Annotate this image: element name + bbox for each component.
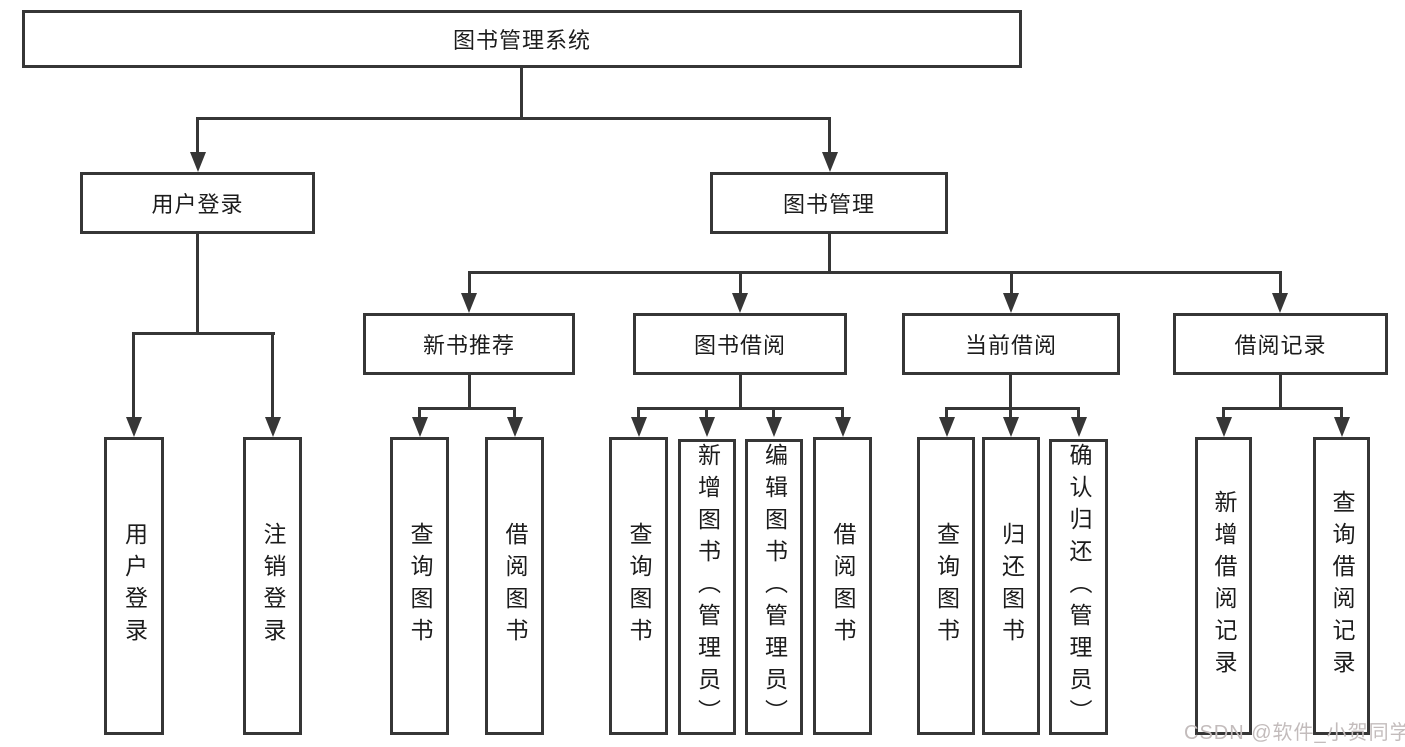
connector-groupD-stem: [1279, 375, 1282, 409]
node-label: 图书借阅: [693, 333, 786, 358]
connector-leaf-drop: [1077, 407, 1080, 419]
leaf-add-borrow-record: 新增借阅记录: [1195, 437, 1252, 735]
leaf-query-books-borrowing: 查询图书: [609, 437, 668, 735]
connector-leaf-drop: [1340, 407, 1343, 419]
arrow-down-icon: [1272, 293, 1288, 313]
arrow-down-icon: [1003, 417, 1019, 437]
node-label: 借阅图书: [830, 522, 856, 650]
connector-groupA-stem: [468, 375, 471, 409]
arrow-down-icon: [939, 417, 955, 437]
connector-leaf-drop: [637, 407, 640, 419]
node-label: 注销登录: [260, 522, 286, 650]
node-book-borrowing: 图书借阅: [633, 313, 847, 375]
connector-user-login-drop: [196, 117, 199, 154]
connector-user-subtree-bar: [132, 332, 275, 335]
connector-root-stem: [520, 68, 523, 119]
arrow-down-icon: [190, 152, 206, 172]
connector-groupB-stem: [739, 375, 742, 409]
node-label: 查询图书: [626, 522, 652, 650]
arrow-down-icon: [412, 417, 428, 437]
connector-groupC-stem: [1009, 375, 1012, 409]
connector-leaf-drop: [132, 332, 135, 419]
node-label: 查询图书: [933, 522, 960, 650]
connector-leaf-drop: [418, 407, 421, 419]
leaf-add-book-admin: 新增图书（管理员）: [678, 439, 736, 735]
leaf-return-books: 归还图书: [982, 437, 1040, 735]
node-label: 编辑图书（管理员）: [761, 443, 788, 731]
arrow-down-icon: [835, 417, 851, 437]
leaf-borrow-books-borrowing: 借阅图书: [813, 437, 872, 735]
arrow-down-icon: [507, 417, 523, 437]
connector-level3-drop: [468, 271, 471, 295]
leaf-user-login: 用户登录: [104, 437, 164, 735]
arrow-down-icon: [126, 417, 142, 437]
node-label: 新书推荐: [422, 333, 515, 358]
leaf-query-borrow-record: 查询借阅记录: [1313, 437, 1370, 735]
node-label: 归还图书: [998, 522, 1025, 650]
connector-groupC-bar: [945, 407, 1080, 410]
arrow-down-icon: [265, 417, 281, 437]
connector-level3-drop: [739, 271, 742, 295]
leaf-query-books-current: 查询图书: [917, 437, 975, 735]
node-label: 查询借阅记录: [1329, 490, 1355, 682]
node-label: 当前借阅: [964, 333, 1057, 358]
arrow-down-icon: [1003, 293, 1019, 313]
connector-level3-bar: [468, 271, 1282, 274]
connector-leaf-drop: [772, 407, 775, 419]
arrow-down-icon: [631, 417, 647, 437]
leaf-logout: 注销登录: [243, 437, 302, 735]
node-book-management: 图书管理: [710, 172, 948, 234]
connector-level2-bar: [196, 117, 831, 120]
node-label: 查询图书: [407, 522, 433, 650]
arrow-down-icon: [699, 417, 715, 437]
connector-leaf-drop: [1222, 407, 1225, 419]
node-label: 确认归还（管理员）: [1066, 443, 1092, 731]
connector-leaf-drop: [513, 407, 516, 419]
node-user-login: 用户登录: [80, 172, 315, 234]
connector-leaf-drop: [1009, 407, 1012, 419]
arrow-down-icon: [461, 293, 477, 313]
node-label: 新增图书（管理员）: [694, 443, 721, 731]
connector-leaf-drop: [271, 332, 274, 419]
node-current-borrowing: 当前借阅: [902, 313, 1120, 375]
node-label: 用户登录: [121, 522, 148, 650]
connector-groupB-bar: [637, 407, 844, 410]
node-library-management-system: 图书管理系统: [22, 10, 1022, 68]
connector-leaf-drop: [945, 407, 948, 419]
csdn-watermark: CSDN @软件_小贺同学: [1184, 722, 1405, 744]
connector-user-subtree-stem: [196, 234, 199, 334]
arrow-down-icon: [732, 293, 748, 313]
connector-book-mgmt-drop: [828, 117, 831, 154]
connector-level3-drop: [1010, 271, 1013, 295]
arrow-down-icon: [822, 152, 838, 172]
connector-groupA-bar: [418, 407, 516, 410]
arrow-down-icon: [1216, 417, 1232, 437]
arrow-down-icon: [766, 417, 782, 437]
leaf-borrow-books-recommend: 借阅图书: [485, 437, 544, 735]
leaf-edit-book-admin: 编辑图书（管理员）: [745, 439, 803, 735]
arrow-down-icon: [1334, 417, 1350, 437]
arrow-down-icon: [1071, 417, 1087, 437]
connector-groupD-bar: [1222, 407, 1343, 410]
node-label: 借阅记录: [1234, 333, 1327, 358]
connector-level3-drop: [1279, 271, 1282, 295]
node-label: 图书管理系统: [452, 28, 591, 53]
node-label: 图书管理: [782, 192, 875, 217]
connector-leaf-drop: [841, 407, 844, 419]
leaf-query-books-recommend: 查询图书: [390, 437, 449, 735]
leaf-confirm-return-admin: 确认归还（管理员）: [1049, 439, 1108, 735]
node-label: 新增借阅记录: [1211, 490, 1237, 682]
connector-leaf-drop: [705, 407, 708, 419]
node-borrowing-records: 借阅记录: [1173, 313, 1388, 375]
connector-book-subtree-stem: [828, 234, 831, 274]
node-new-book-recommend: 新书推荐: [363, 313, 575, 375]
node-label: 用户登录: [151, 192, 244, 217]
node-label: 借阅图书: [502, 522, 528, 650]
